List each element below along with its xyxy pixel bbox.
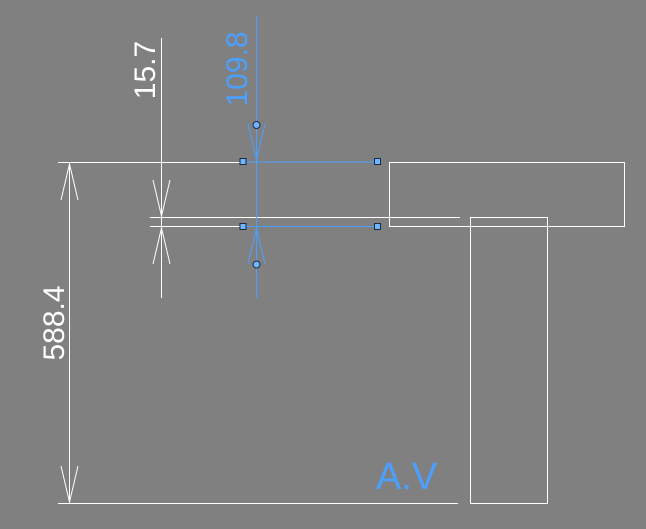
selected-arrow-top [247, 123, 266, 161]
part-outlines [150, 162, 625, 504]
arrow-top [60, 163, 79, 201]
dimension-text-selected[interactable]: 109.8 [221, 31, 254, 106]
arrow-bottom [60, 465, 79, 503]
dimension-text-overall[interactable]: 588.4 [38, 285, 71, 360]
grip-circle-top[interactable] [252, 121, 261, 129]
dimension-text-gap[interactable]: 15.7 [129, 41, 162, 99]
dimension-selected[interactable]: 109.8 [221, 16, 381, 298]
grip-circle-bottom[interactable] [252, 260, 261, 269]
arrow-gap-bottom [152, 227, 171, 265]
selected-arrow-bottom [247, 227, 266, 265]
dimension-gap[interactable]: 15.7 [129, 38, 243, 298]
flange-rectangle[interactable] [389, 162, 625, 227]
view-label: A.V [376, 456, 438, 498]
grip-square-top-left[interactable] [239, 158, 247, 165]
grip-square-top-right[interactable] [374, 158, 381, 165]
dimension-overall-height[interactable]: 588.4 [38, 162, 458, 504]
grip-square-bottom-left[interactable] [239, 223, 247, 230]
grip-square-bottom-right[interactable] [374, 223, 381, 230]
stem-rectangle[interactable] [470, 217, 548, 504]
arrow-gap-top [152, 179, 171, 217]
